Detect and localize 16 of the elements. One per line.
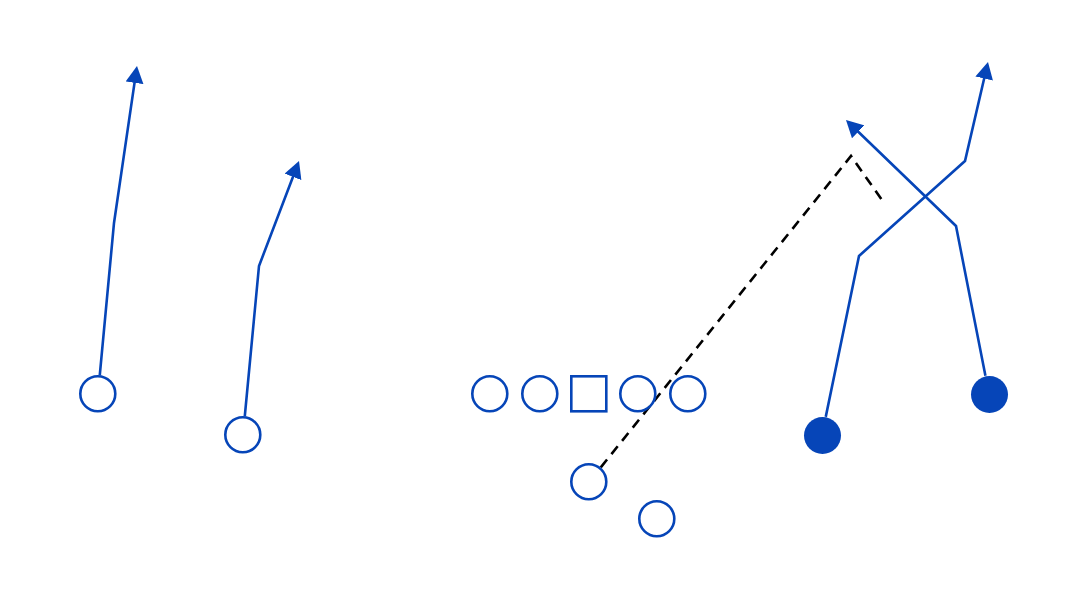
route-arrow <box>824 62 993 418</box>
player-circle <box>521 375 559 413</box>
player-circle <box>224 416 262 454</box>
player-circle <box>669 375 707 413</box>
player-circle <box>79 375 117 413</box>
player-circle <box>471 375 509 413</box>
route-arrow <box>846 120 987 377</box>
filled-player-circle <box>803 416 841 454</box>
player-circle <box>638 500 676 538</box>
dashed-route-line <box>599 153 884 469</box>
route-arrow <box>98 66 144 376</box>
route-arrow <box>243 161 302 417</box>
player-square <box>570 375 608 413</box>
filled-player-circle <box>970 375 1008 413</box>
player-circle <box>570 463 608 501</box>
player-circle <box>619 375 657 413</box>
